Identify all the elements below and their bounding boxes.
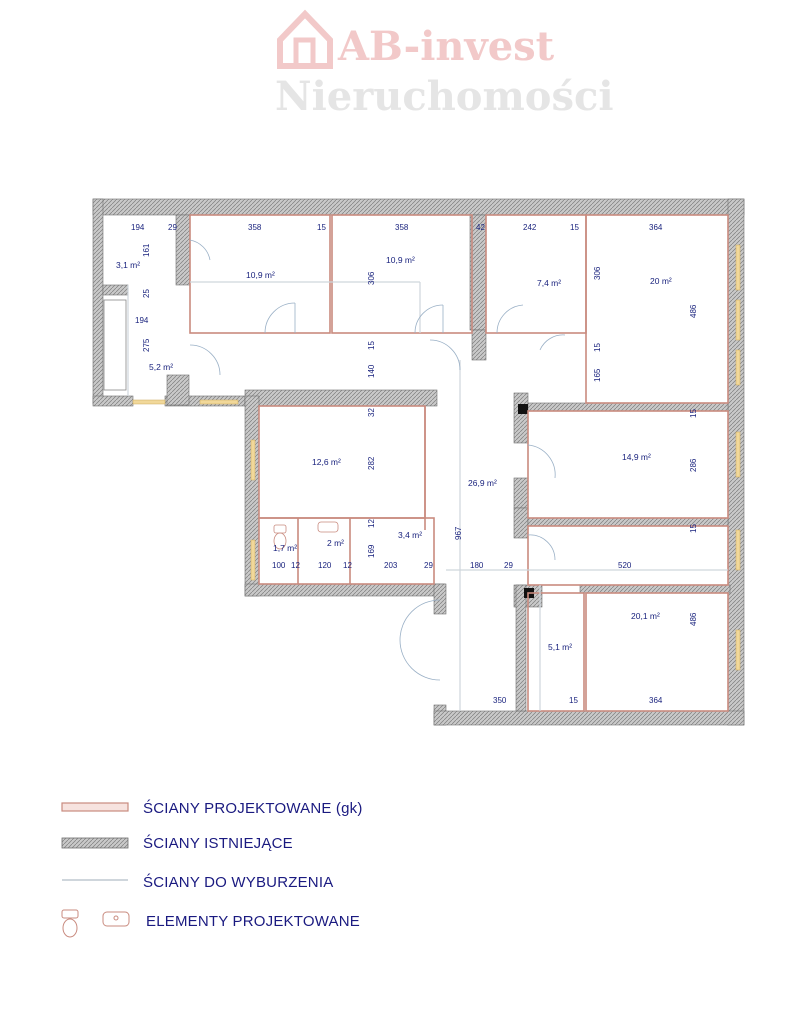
dimension-label: 364 [649, 696, 663, 705]
area-labels: 3,1 m² 10,9 m² 10,9 m² 7,4 m² 20 m² 5,2 … [116, 255, 672, 652]
dimension-label: 520 [618, 561, 632, 570]
dimension-label: 486 [689, 612, 698, 626]
area-label: 26,9 m² [468, 478, 497, 488]
dimension-label: 120 [318, 561, 332, 570]
dimension-label: 165 [593, 368, 602, 382]
legend-existing-wall-swatch [61, 837, 129, 849]
windows [132, 244, 741, 671]
dimension-label: 364 [649, 223, 663, 232]
bathroom-fixtures [103, 299, 339, 550]
dimension-label: 15 [593, 343, 602, 352]
dimension-label: 306 [367, 271, 376, 285]
legend-projected-wall-swatch [61, 802, 129, 812]
dimension-label: 282 [367, 456, 376, 470]
dimension-label: 29 [168, 223, 177, 232]
area-label: 1,7 m² [273, 543, 297, 553]
area-label: 12,6 m² [312, 457, 341, 467]
area-label: 3,1 m² [116, 260, 140, 270]
area-label: 2 m² [327, 538, 344, 548]
dimension-label: 169 [367, 544, 376, 558]
area-label: 7,4 m² [537, 278, 561, 288]
area-label: 10,9 m² [386, 255, 415, 265]
watermark-brand: AB-invest [337, 23, 555, 70]
dimension-label: 29 [424, 561, 433, 570]
dimension-label: 358 [395, 223, 409, 232]
dimension-label: 12 [291, 561, 300, 570]
dimension-label: 15 [317, 223, 326, 232]
dimension-label: 161 [142, 243, 151, 257]
dimension-label: 12 [367, 519, 376, 528]
dimension-label: 358 [248, 223, 262, 232]
dimension-label: 180 [470, 561, 484, 570]
dimension-label: 15 [570, 223, 579, 232]
legend-existing-walls: ŚCIANY ISTNIEJĄCE [143, 834, 293, 852]
watermark-tagline: Nieruchomości [275, 73, 614, 120]
dimension-label: 32 [367, 408, 376, 417]
area-label: 5,2 m² [149, 362, 173, 372]
dimension-label: 286 [689, 458, 698, 472]
dimension-label: 203 [384, 561, 398, 570]
dimension-label: 15 [689, 409, 698, 418]
area-label: 5,1 m² [548, 642, 572, 652]
legend: ŚCIANY PROJEKTOWANE (gk) ŚCIANY ISTNIEJĄ… [61, 799, 363, 938]
dimension-label: 242 [523, 223, 537, 232]
toilet-bowl-icon [273, 532, 287, 550]
area-label: 20 m² [650, 276, 672, 286]
legend-projected-walls: ŚCIANY PROJEKTOWANE (gk) [143, 799, 363, 817]
kitchen-counter-icon [103, 299, 127, 391]
dimension-label: 194 [135, 316, 149, 325]
demolition-walls [127, 281, 728, 711]
house-logo-icon [277, 9, 333, 69]
dimension-label: 12 [343, 561, 352, 570]
doors [189, 239, 566, 681]
watermark: AB-invest Nieruchomości [275, 9, 614, 120]
area-label: 10,9 m² [246, 270, 275, 280]
toilet-tank-icon [273, 524, 287, 534]
area-label: 3,4 m² [398, 530, 422, 540]
dimension-label: 29 [504, 561, 513, 570]
area-label: 20,1 m² [631, 611, 660, 621]
dimension-label: 15 [569, 696, 578, 705]
projected-walls [189, 214, 729, 712]
dimension-labels: 194 29 358 15 358 42 242 15 364 161 25 1… [131, 223, 698, 705]
dimension-label: 15 [689, 524, 698, 533]
legend-projected-elements: ELEMENTY PROJEKTOWANE [146, 913, 360, 930]
dimension-label: 25 [142, 289, 151, 298]
sink-icon [317, 521, 339, 533]
dimension-label: 42 [476, 223, 485, 232]
dimension-label: 306 [593, 266, 602, 280]
dimension-label: 140 [367, 364, 376, 378]
dimension-label: 194 [131, 223, 145, 232]
dimension-label: 486 [689, 304, 698, 318]
dimension-label: 100 [272, 561, 286, 570]
dimension-label: 350 [493, 696, 507, 705]
sink-icon [102, 911, 130, 927]
dimension-label: 967 [454, 526, 463, 540]
area-label: 14,9 m² [622, 452, 651, 462]
dimension-label: 275 [142, 338, 151, 352]
dimension-label: 15 [367, 341, 376, 350]
toilet-icon [61, 909, 79, 938]
legend-demolition-walls: ŚCIANY DO WYBURZENIA [143, 873, 333, 891]
